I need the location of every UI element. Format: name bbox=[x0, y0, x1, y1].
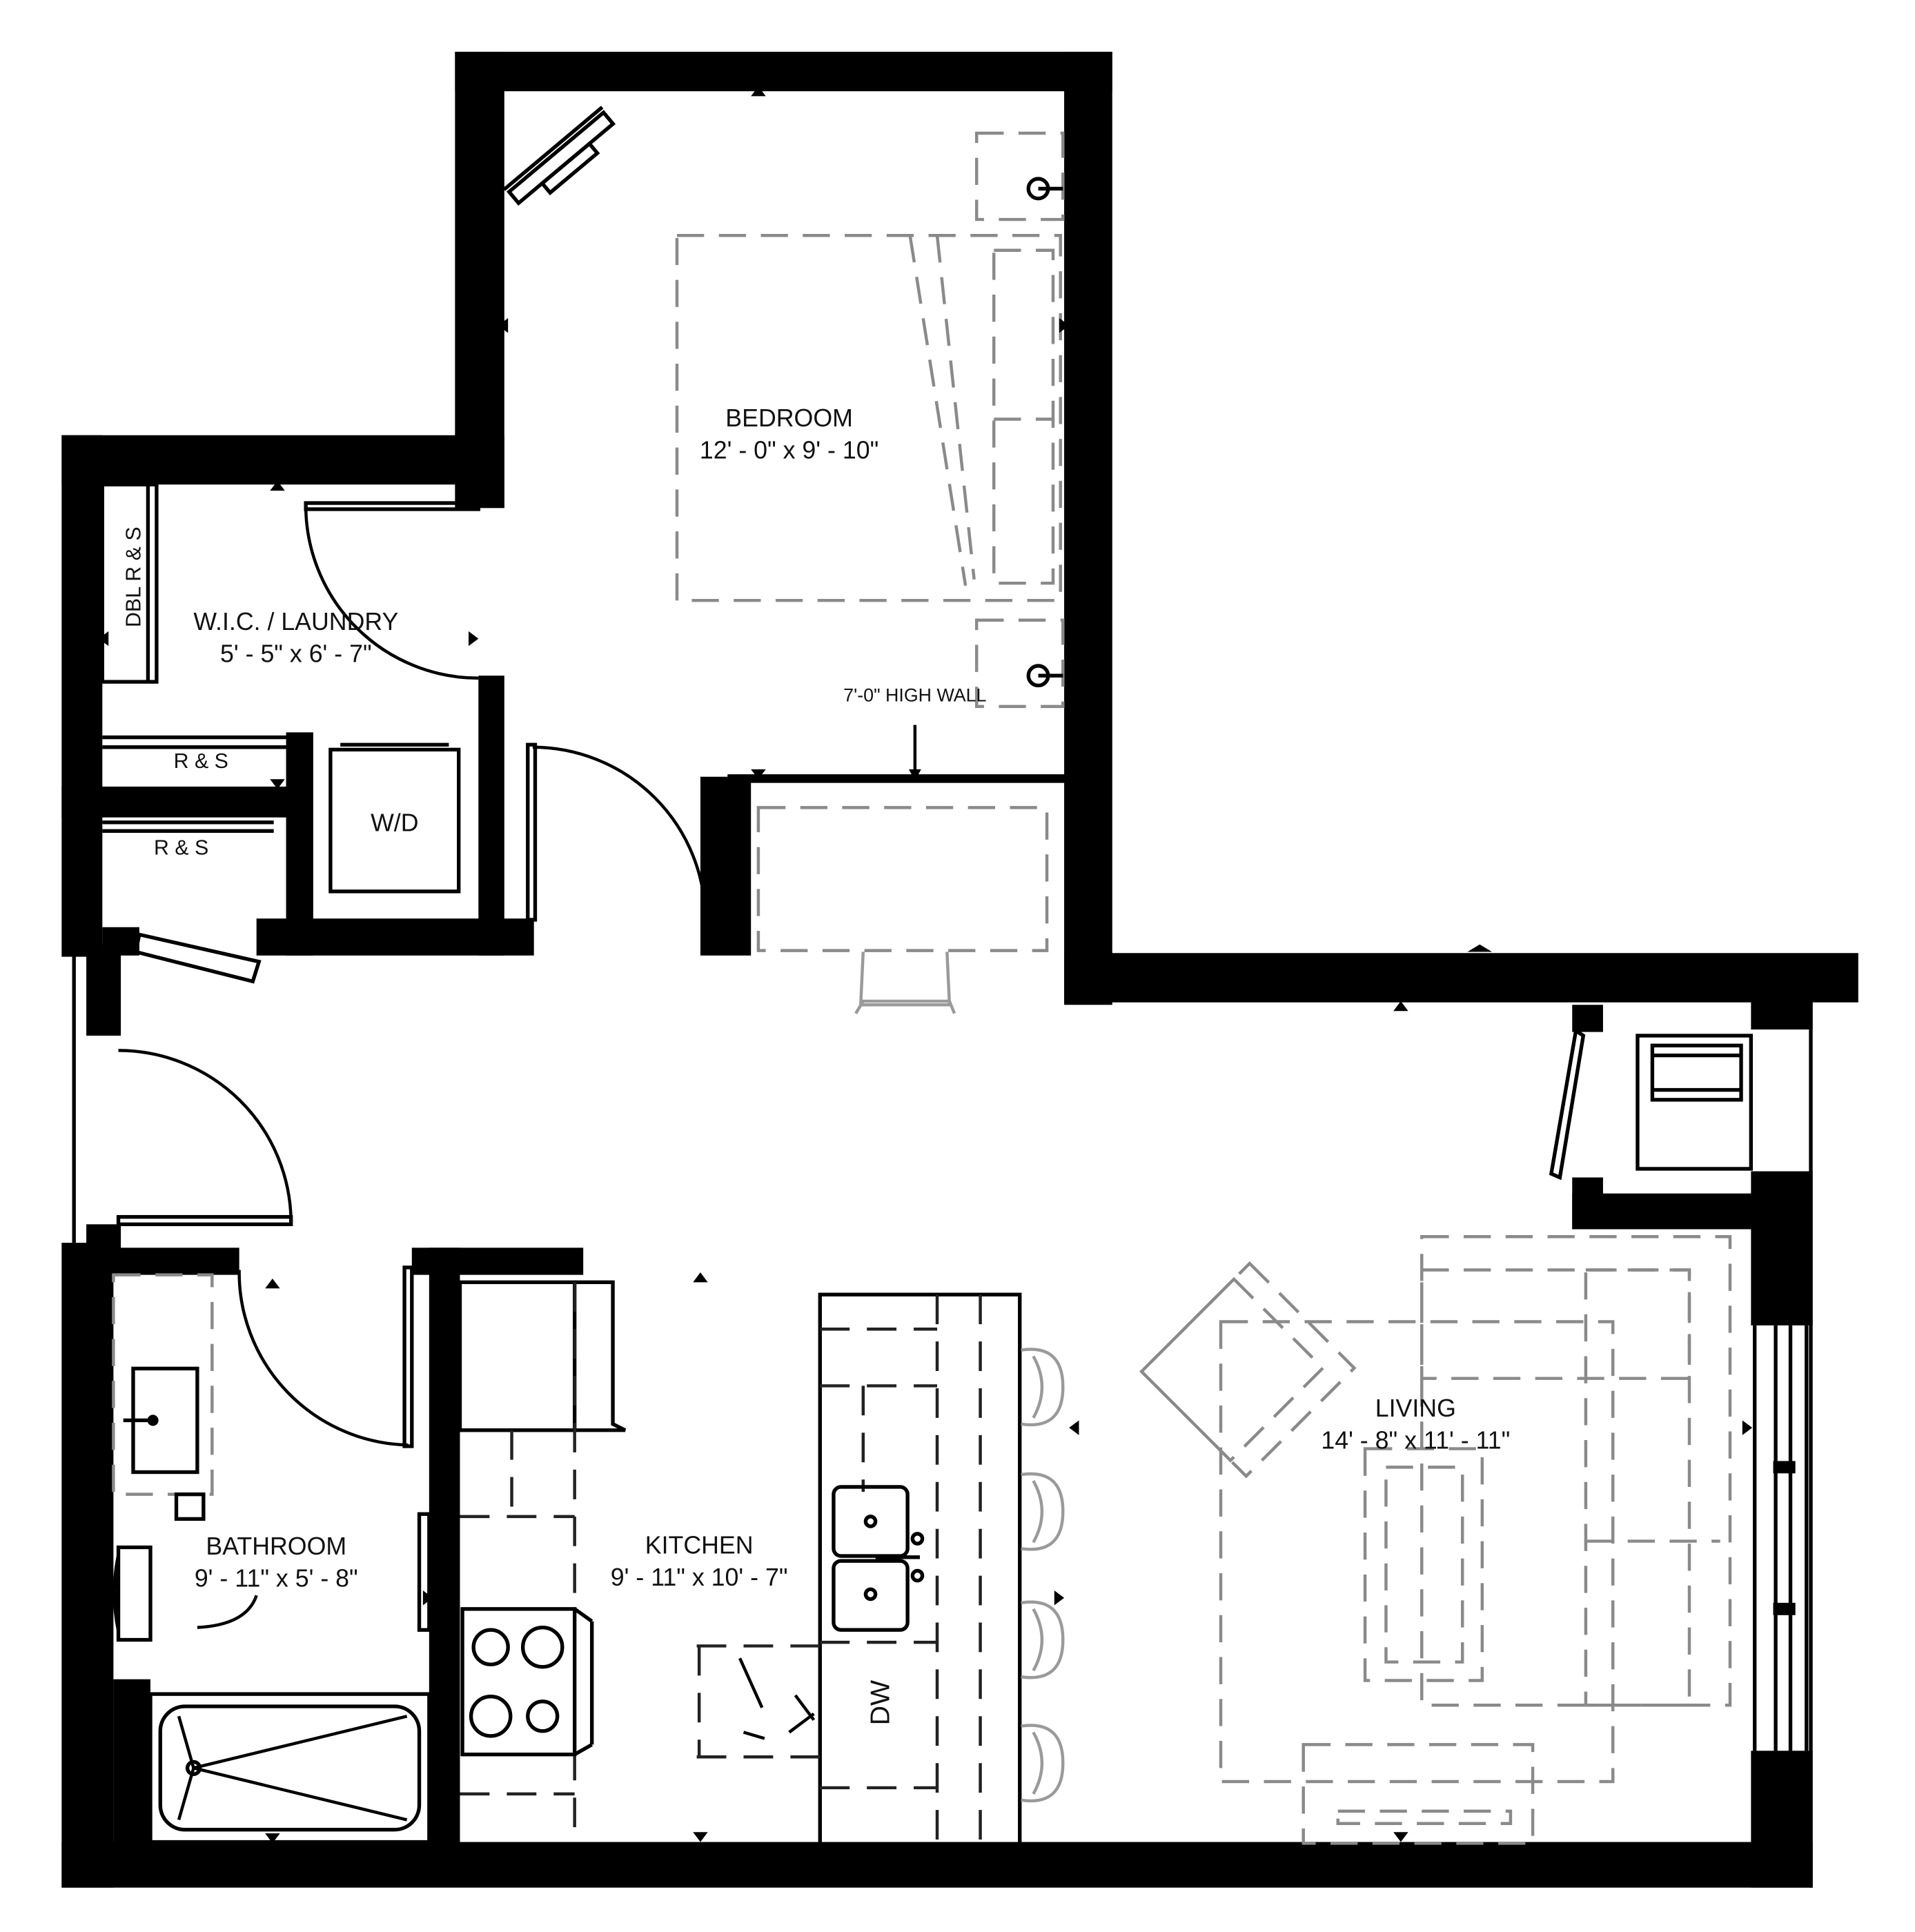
nightstand-top bbox=[974, 131, 1065, 221]
coffee-table bbox=[1363, 1447, 1484, 1682]
dbl-rs-label: DBL R & S bbox=[123, 526, 146, 627]
range bbox=[460, 1607, 577, 1757]
wd-label: W/D bbox=[371, 809, 418, 836]
dimension-markers bbox=[98, 86, 1753, 1844]
bedroom-right-wall bbox=[1064, 52, 1112, 1005]
left-wall-upper bbox=[61, 435, 103, 957]
sink-basin bbox=[832, 1559, 910, 1632]
entry-jamb-lower bbox=[86, 1224, 121, 1250]
toilet-tank bbox=[116, 1545, 153, 1642]
labels: BEDROOM 12' - 0" x 9' - 10" W.I.C. / LAU… bbox=[123, 404, 1511, 1725]
kitchen-island bbox=[818, 1292, 1022, 1846]
dbl-rs-shelf bbox=[100, 482, 159, 684]
refrigerator bbox=[458, 1280, 577, 1432]
bathroom-fixtures bbox=[112, 1273, 431, 1844]
bedroom-partition-post bbox=[700, 776, 752, 956]
armchair bbox=[1139, 1261, 1357, 1479]
rs-label-upper: R & S bbox=[174, 750, 228, 773]
bathtub bbox=[148, 1692, 431, 1844]
tv-icon bbox=[502, 106, 616, 206]
bath-top-wall bbox=[86, 1248, 239, 1275]
closet-wall-bottom bbox=[1572, 1193, 1758, 1230]
wic-dims: 5' - 5" x 6' - 7" bbox=[220, 640, 372, 668]
entry-door-leaf bbox=[116, 1214, 293, 1227]
desk-chair bbox=[858, 952, 952, 1007]
high-wall-label: 7'-0" HIGH WALL bbox=[843, 685, 986, 706]
right-closet-door bbox=[1549, 1027, 1586, 1181]
laundry-door-leaf bbox=[526, 742, 538, 922]
living-top-wall bbox=[1064, 953, 1858, 1003]
bedroom-left-wall bbox=[455, 52, 504, 509]
sofa bbox=[1420, 1234, 1732, 1707]
kitchen-label: KITCHEN bbox=[645, 1531, 754, 1559]
closet-door bbox=[133, 932, 262, 984]
right-wall-bottom bbox=[1751, 1751, 1813, 1888]
living-label: LIVING bbox=[1375, 1394, 1456, 1422]
entry-door-swing bbox=[118, 1049, 293, 1221]
right-wall-mid bbox=[1751, 1171, 1813, 1325]
bathroom-label: BATHROOM bbox=[206, 1532, 346, 1560]
wic-top-wall bbox=[61, 435, 504, 485]
bedroom-top-wall bbox=[455, 52, 1112, 92]
tv-console bbox=[1302, 1743, 1535, 1845]
bath-door-leaf bbox=[402, 1265, 414, 1448]
nightstand-bottom bbox=[974, 618, 1065, 709]
rs-label-lower: R & S bbox=[154, 836, 208, 859]
vanity bbox=[112, 1273, 214, 1496]
dw-label: DW bbox=[865, 1680, 895, 1725]
entry-jamb-upper bbox=[86, 944, 121, 1036]
closet-divider bbox=[61, 787, 302, 818]
bottom-wall bbox=[61, 1842, 1813, 1888]
laundry-bottom-wall bbox=[256, 918, 534, 956]
living-dims: 14' - 8" x 11' - 11" bbox=[1321, 1427, 1510, 1455]
closet-bottom-stub bbox=[102, 927, 139, 956]
area-rug bbox=[1219, 1320, 1615, 1784]
bedroom-furniture bbox=[502, 106, 1065, 1014]
wic-label: W.I.C. / LAUNDRY bbox=[193, 608, 398, 635]
kitchen-dims: 9' - 11" x 10' - 7" bbox=[611, 1564, 788, 1591]
doors bbox=[72, 501, 1586, 1448]
living-furniture bbox=[1139, 1234, 1732, 1845]
burner-icon bbox=[469, 1695, 513, 1738]
wic-wall-end bbox=[478, 484, 504, 509]
burner-icon bbox=[471, 1628, 510, 1666]
right-closet bbox=[1636, 1034, 1754, 1171]
bed-headboard bbox=[992, 248, 1055, 585]
washer-dryer bbox=[328, 747, 461, 894]
laundry-right-wall bbox=[478, 676, 504, 956]
bath-corner-block bbox=[113, 1679, 150, 1845]
kitchen-fixtures bbox=[458, 1280, 1065, 1846]
bar-stools bbox=[1021, 1348, 1065, 1803]
bed bbox=[675, 234, 1062, 602]
closets bbox=[100, 482, 1754, 1171]
right-wall-top bbox=[1751, 992, 1813, 1030]
living-window bbox=[1753, 1325, 1809, 1751]
bath-door-swing bbox=[237, 1270, 409, 1447]
wic-door-leaf bbox=[304, 501, 480, 511]
walls bbox=[61, 52, 1858, 1888]
high-wall bbox=[727, 774, 1067, 783]
bath-kitchen-wall bbox=[429, 1248, 460, 1845]
sink-basin bbox=[832, 1485, 910, 1558]
desk bbox=[756, 806, 1049, 952]
left-wall-lower bbox=[61, 1243, 114, 1888]
closet-wall-top bbox=[1572, 1005, 1603, 1032]
bedroom-dims: 12' - 0" x 9' - 10" bbox=[700, 437, 878, 464]
bedroom-label: BEDROOM bbox=[725, 404, 853, 432]
burner-icon bbox=[520, 1625, 564, 1669]
bathroom-dims: 9' - 11" x 5' - 8" bbox=[195, 1565, 358, 1593]
right-wall-edge bbox=[1809, 992, 1813, 1888]
wic-door-swing bbox=[304, 505, 479, 680]
laundry-door-swing bbox=[532, 745, 707, 920]
burner-icon bbox=[526, 1699, 560, 1733]
laundry-left-wall bbox=[286, 732, 313, 956]
